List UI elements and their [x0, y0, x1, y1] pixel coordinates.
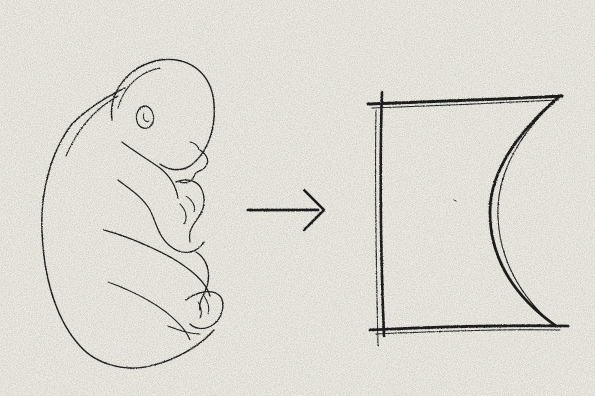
sketch-drawing [0, 0, 595, 396]
paper-texture [0, 0, 595, 396]
sketch-canvas [0, 0, 595, 396]
